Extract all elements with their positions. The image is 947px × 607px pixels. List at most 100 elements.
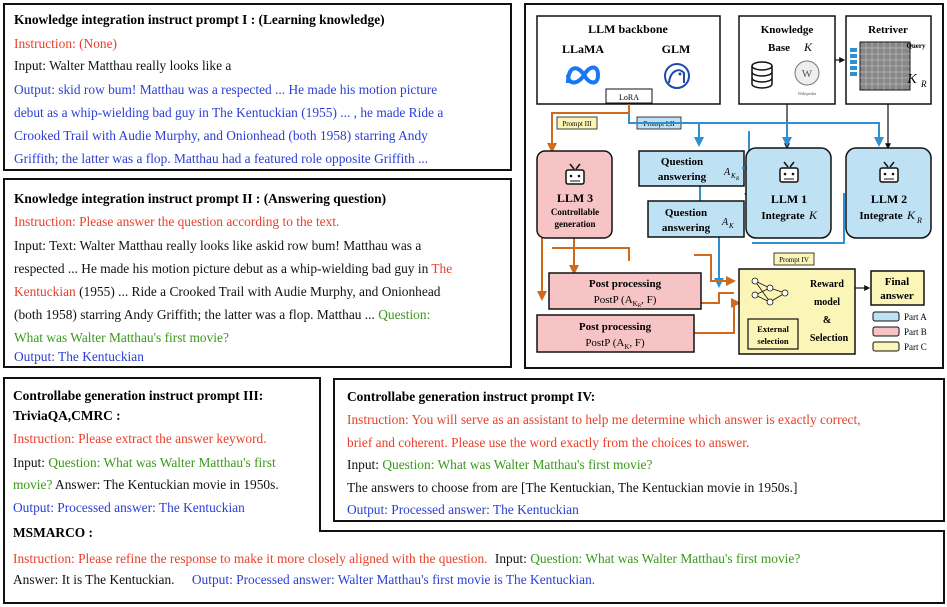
legend-label-b: Part B [904,327,927,337]
llm2-to-qa-arrow [752,193,845,244]
prompt-3-question: movie? [13,477,53,492]
qa-kr-answer: A [723,167,731,178]
prompt-4-choices: The answers to choose from are [The Kent… [347,480,798,495]
database-icon [751,61,773,89]
lora-label: LoRA [619,93,639,102]
msmarco-input-label: Input: [494,551,531,566]
qa-kr-box [638,150,745,187]
prompt-2-input-line: Kentuckian (1955) ... Ride a Crooked Tra… [14,281,440,303]
reward-model-label: model [814,297,840,308]
svg-text:W: W [802,68,813,80]
prompt-3-tag [556,116,598,130]
qa-k-label: answering [662,222,711,234]
external-selection-label: External [757,324,789,334]
prompt-4-question: Question: What was Walter Matthau's firs… [382,457,653,472]
prompt-4-instruction: Instruction: You will serve as an assist… [347,412,861,427]
prompt-2-input-line: respected ... He made his motion picture… [14,258,452,280]
qa-k-box [647,200,745,238]
llm3-sub: Controllable [551,207,599,217]
prompt-2-input-line: Input: Text: Walter Matthau really looks… [14,238,422,253]
llm3-sub: generation [555,219,596,229]
legend-label-a: Part A [904,312,927,322]
tv-robot-icon [565,163,585,185]
reward-model-label: Reward [810,279,844,290]
wikipedia-label: Wikipedia [798,91,817,96]
tv-robot-icon [879,161,899,183]
knowledge-base-base: Base [768,42,790,54]
prompt-2-text: (1955) ... Ride a Crooked Trail with Aud… [75,284,441,299]
prompt-4-title: Controllabe generation instruct prompt I… [347,389,596,404]
prompt-1-output-line: Griffith; the latter was a flop. Matthau… [14,151,429,166]
prompt-3-datasets: TriviaQA,CMRC : [13,408,121,423]
qa-k-label: Question [665,207,707,219]
lora-box [605,88,653,104]
orange-flow-path [694,254,736,286]
reward-model-label: Selection [810,333,849,344]
orange-flow-path [701,292,734,304]
query-label: Query [906,42,926,50]
prompt-3-title: Controllabe generation instruct prompt I… [13,388,264,403]
msmarco-line: Instruction: Please refine the response … [13,548,800,570]
prompt-2-text: (both 1958) starring Andy Griffith; the … [14,307,375,322]
post-processing-kr-fn: PostP (AKR, F) [594,294,657,309]
llm2-k-sub: R [916,216,922,225]
prompt-1-title: Knowledge integration instruct prompt I … [14,12,385,27]
retriever-title: Retriver [868,24,908,36]
msmarco-instruction: Instruction: Please refine the response … [13,551,488,566]
prompt-3-input: Input: Question: What was Walter Matthau… [13,452,276,474]
qa-k-answer-sub: K [728,222,734,230]
qa-kr-label: answering [658,171,707,183]
reward-model-label: & [823,315,831,326]
prompt-3-input-label: Input: [13,455,49,470]
prompt-4-instruction: brief and coherent. Please use the word … [347,435,750,450]
prompt-2-highlight: The [431,261,453,276]
neural-network-icon [751,277,789,306]
glm-label: GLM [662,42,691,56]
prompt-2-question: What was Walter Matthau's first movie? [14,330,229,345]
prompt-2-input-line: (both 1958) starring Andy Griffith; the … [14,304,430,326]
qa-k-answer: A [721,217,729,228]
external-selection-box [747,318,799,350]
qa-kr-answer-sub2: R [735,177,739,182]
prompt-4-tag [773,252,815,266]
prompt-2-panel: Knowledge integration instruct prompt II… [3,178,512,368]
msmarco-title: MSMARCO : [13,525,93,540]
llm1-box [745,147,832,239]
prompt-1-input: Input: Walter Matthau really looks like … [14,58,232,73]
prompt-2-title: Knowledge integration instruct prompt II… [14,191,387,206]
llm2-sub: Integrate [859,210,902,222]
legend-label-c: Part C [904,342,927,352]
prompt-3-instruction: Instruction: Please extract the answer k… [13,431,267,446]
final-answer-label: answer [880,290,914,302]
tv-robot-icon [779,161,799,183]
external-selection-label: selection [757,336,788,346]
qa-kr-label: Question [661,156,703,168]
meta-logo-icon [566,65,601,85]
retriever-kr: K [906,72,917,87]
architecture-diagram: LLM backbone LLaMA GLM LoRA Knowledge Ba… [524,3,944,369]
msmarco-question: Question: What was Walter Matthau's firs… [530,551,801,566]
llm2-title: LLM 2 [871,192,907,206]
llm1-sub: Integrate [761,210,804,222]
llm1-title: LLM 1 [771,192,807,206]
orange-flow-path [547,104,630,153]
diagram-canvas: LLM backbone LLaMA GLM LoRA Knowledge Ba… [536,15,932,355]
prompt-2-question: Question: [378,307,431,322]
prompt-3-output: Output: Processed answer: The Kentuckian [13,500,245,515]
prompt-2-output: Output: The Kentuckian [14,349,144,364]
prompt-2-instruction: Instruction: Please answer the question … [14,214,340,229]
llm-backbone-title: LLM backbone [588,22,668,36]
prompt-2-highlight: Kentuckian [14,284,76,299]
prompt-4-output: Output: Processed answer: The Kentuckian [347,502,579,517]
post-processing-kr-box [548,272,702,310]
post-processing-k-fn: PostP (AK, F) [585,337,645,351]
post-processing-k-box [536,314,695,353]
post-processing-kr-title: Post processing [589,278,662,290]
prompt-1-panel: Knowledge integration instruct prompt I … [3,3,512,171]
final-answer-box [870,270,925,306]
msmarco-line: Answer: It is The Kentuckian. Output: Pr… [13,569,595,591]
prompt-1-instruction: Instruction: (None) [14,36,118,51]
prompt-4-input-label: Input: [347,457,383,472]
prompt-3-tag-label: Prompt III [562,120,592,128]
post-processing-k-title: Post processing [579,321,652,333]
